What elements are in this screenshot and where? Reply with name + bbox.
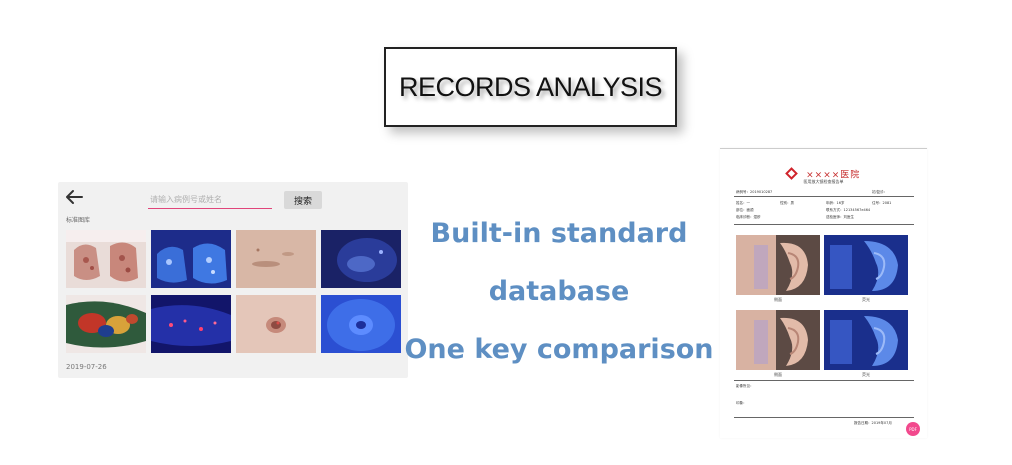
field-case-no: 病例号：2019010287 [736, 190, 773, 194]
field-gender: 性别：男 [780, 201, 794, 205]
field-phone: 联系方式：12134567e464 [826, 208, 871, 212]
app-screenshot-panel: 搜索 标准图库 [58, 182, 408, 378]
search-button[interactable]: 搜索 [284, 191, 322, 209]
field-report-date: 报告日期：2019年07月 [854, 421, 892, 425]
hospital-header: ××××医院 [720, 165, 927, 183]
thumbnail-hands-fluorescent[interactable] [151, 230, 231, 288]
report-subtitle: 医用放大镜检查报告单 [803, 179, 844, 184]
pdf-badge[interactable]: PDF [906, 422, 920, 436]
search-input[interactable] [148, 193, 272, 209]
field-conclusion: 印象： [736, 401, 747, 405]
divider [734, 196, 914, 197]
report-image-ear-normal-1 [736, 235, 820, 295]
field-number: 住号：2081 [872, 201, 892, 205]
field-dept: 部位：面颈 [736, 208, 754, 212]
thumbnail-hands[interactable] [66, 230, 146, 288]
examination-report: ××××医院 医用放大镜检查报告单 病例号：2019010287 初/复诊： 姓… [720, 148, 927, 438]
thumbnail-skin[interactable] [236, 230, 316, 288]
thumbnail-navel[interactable] [236, 295, 316, 353]
thumbnail-navel-fluorescent[interactable] [321, 295, 401, 353]
image-caption-2: 荧光 [862, 297, 870, 302]
image-caption-1: 侧面 [774, 297, 782, 302]
field-diagnosis: 临床诊断：湿疹 [736, 215, 761, 219]
field-name: 姓名：一 [736, 201, 750, 205]
hospital-name: ××××医院 [806, 170, 861, 181]
image-grid [66, 230, 401, 356]
thumbnail-tattoo-arm[interactable] [66, 295, 146, 353]
feature-line-1: Built-in standard [430, 218, 688, 249]
image-caption-4: 荧光 [862, 372, 870, 377]
back-arrow-icon[interactable] [64, 188, 84, 206]
field-age: 年龄：16岁 [826, 201, 845, 205]
field-doctor: 送检医师：刘医生 [826, 215, 854, 219]
thumbnail-arm-fluorescent[interactable] [151, 295, 231, 353]
feature-line-3: One key comparison [404, 334, 714, 365]
report-image-ear-fluorescent-2 [824, 310, 908, 370]
field-findings: 影像所见： [736, 384, 754, 388]
divider [734, 380, 914, 381]
title-box: RECORDS ANALYSIS [384, 47, 677, 127]
feature-description: Built-in standard database One key compa… [404, 205, 714, 379]
field-visit: 初/复诊： [872, 190, 888, 194]
divider [734, 224, 914, 225]
thumbnail-skin-fluorescent[interactable] [321, 230, 401, 288]
report-image-ear-normal-2 [736, 310, 820, 370]
report-image-ear-fluorescent-1 [824, 235, 908, 295]
library-label: 标准图库 [66, 217, 91, 224]
image-caption-3: 侧面 [774, 372, 782, 377]
divider [734, 417, 914, 418]
feature-line-2: database [488, 276, 630, 307]
page-title: RECORDS ANALYSIS [398, 71, 663, 102]
record-date: 2019-07-26 [66, 363, 107, 371]
